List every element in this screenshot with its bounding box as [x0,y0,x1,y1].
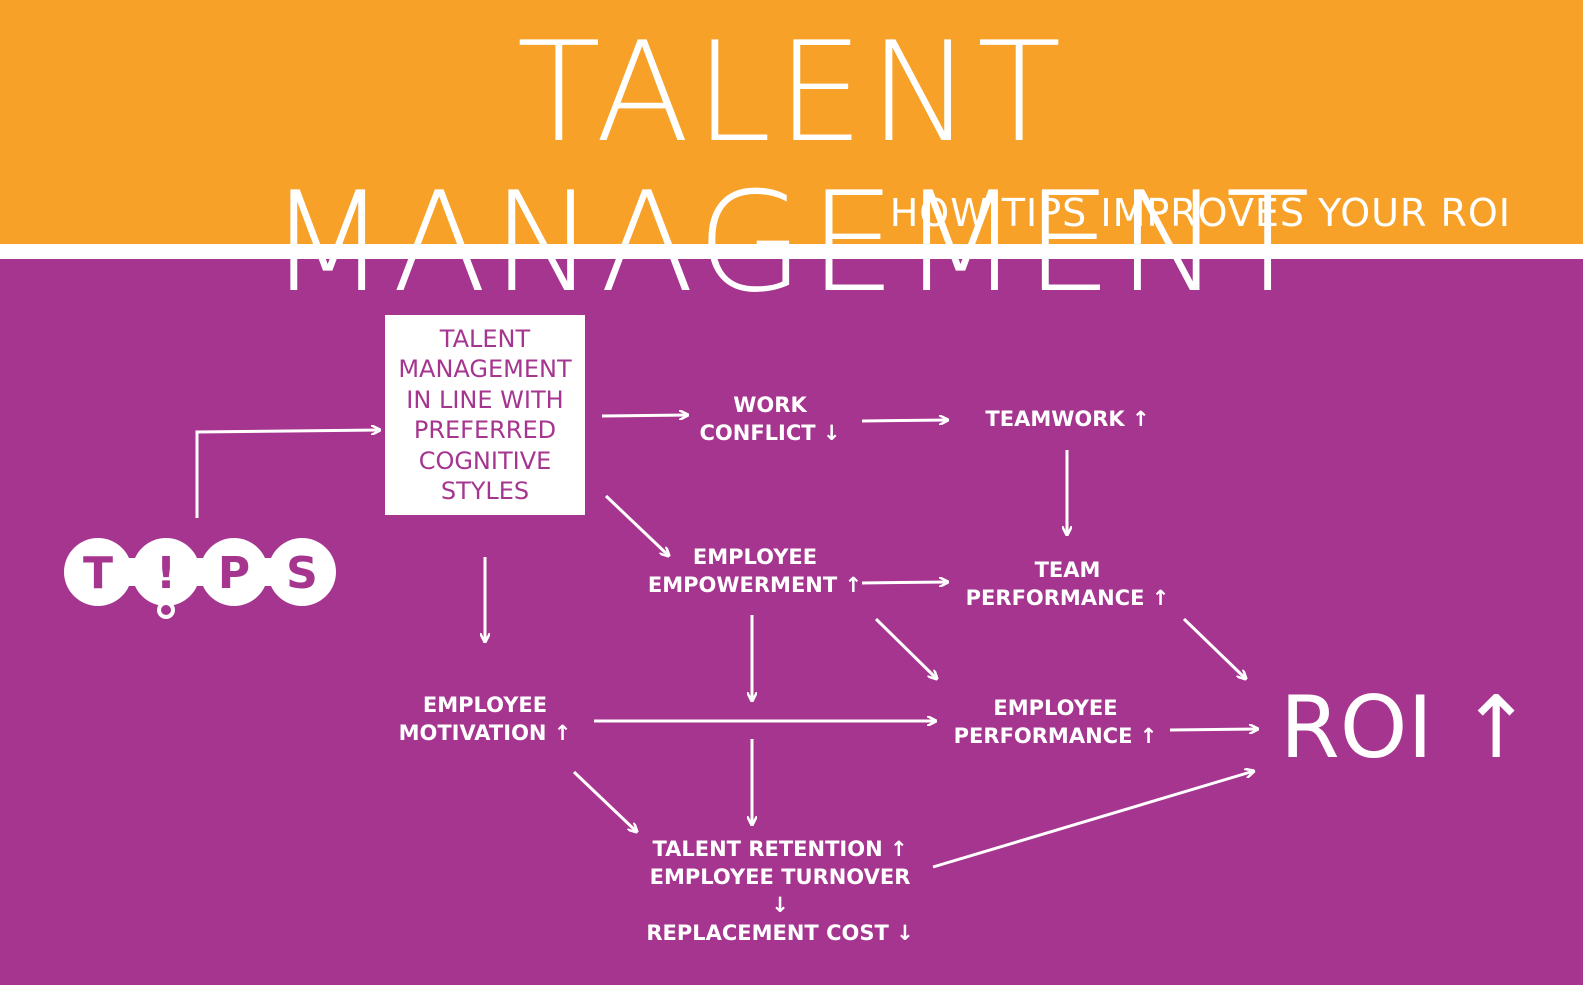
page-title: TALENT MANAGEMENT [268,12,1315,323]
arrow-empowerment-to-team-performance [861,582,948,583]
node-team-performance: TEAM PERFORMANCE ↑ [965,558,1170,610]
node-teamwork: TEAMWORK ↑ [985,407,1150,431]
header-divider [0,244,1583,259]
arrow-empowerment-to-employee-performance [874,617,937,679]
arrow-employee-performance-to-roi [1169,729,1258,730]
node-retention-turnover-cost: TALENT RETENTION ↑ EMPLOYEE TURNOVER ↓ R… [646,837,914,945]
arrow-tm-to-empowerment [604,494,669,556]
tips-logo: T ! P S [64,538,336,619]
talent-management-box: TALENT MANAGEMENT IN LINE WITH PREFERRED… [385,315,585,515]
page-subtitle: HOW TIPS IMPROVES YOUR ROI [889,191,1511,235]
logo-letter-t: T [83,548,113,599]
arrow-team-performance-to-roi [1182,617,1246,679]
logo-letter-p: P [218,548,250,599]
node-work-conflict: WORK CONFLICT ↓ [699,393,841,445]
node-employee-empowerment: EMPLOYEE EMPOWERMENT ↑ [647,545,863,597]
arrow-retention-to-roi [932,771,1254,869]
header-banner: TALENT MANAGEMENT HOW TIPS IMPROVES YOUR… [0,0,1583,318]
logo-letter-s: S [286,548,318,599]
node-employee-motivation: EMPLOYEE MOTIVATION ↑ [398,693,572,745]
arrow-motivation-to-retention [572,770,637,832]
arrow-work-conflict-to-teamwork [861,420,948,421]
node-roi: ROI ↑ [1280,678,1533,778]
arrow-tips-to-talent-management [195,430,380,518]
node-employee-performance: EMPLOYEE PERFORMANCE ↑ [953,696,1158,748]
talent-management-label: TALENT MANAGEMENT IN LINE WITH PREFERRED… [398,324,572,506]
arrow-tm-to-work-conflict [601,415,688,416]
logo-letter-i: ! [156,548,176,599]
